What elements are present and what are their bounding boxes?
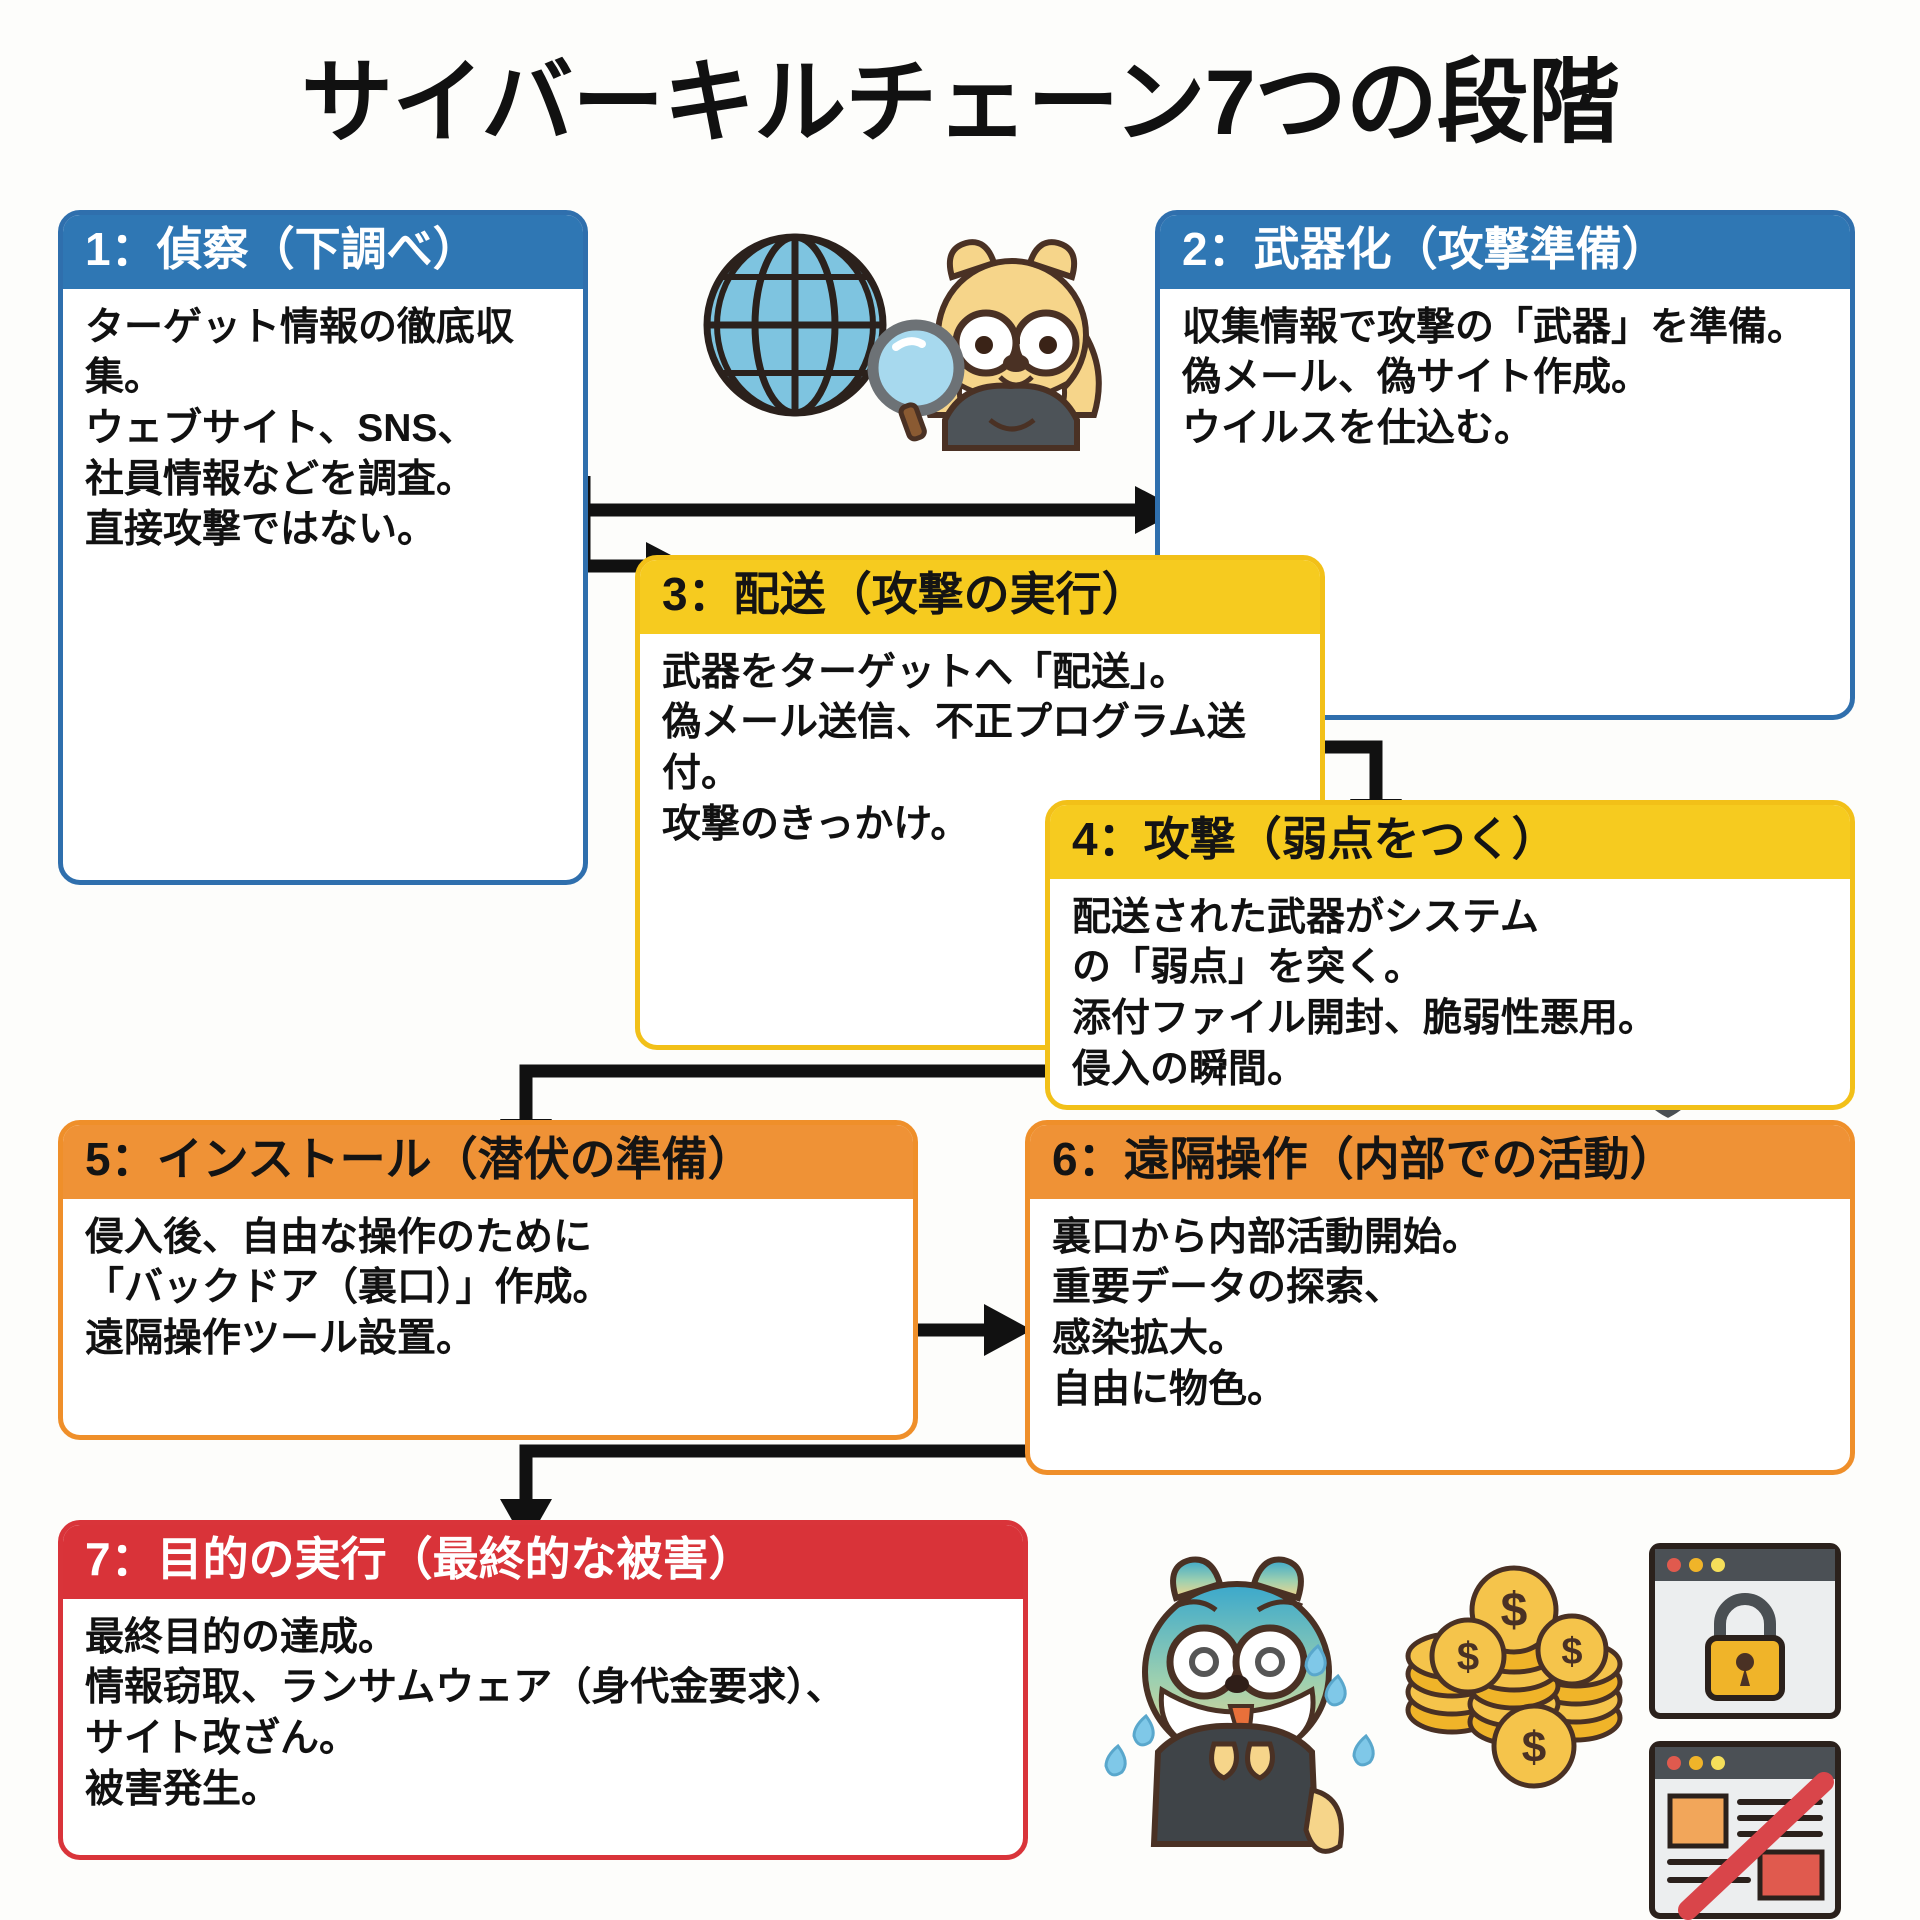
stage-2-body: 収集情報で攻撃の「武器」を準備。 偽メール、偽サイト作成。 ウイルスを仕込む。 [1182,305,1807,451]
locked-window-icon [1649,1543,1841,1719]
final-damage-illustration: $ $ $ $ [1104,1543,1841,1920]
stage-6-body: 裏口から内部活動開始。 重要データの探索、 感染拡大。 自由に物色。 [1052,1215,1482,1411]
stage-card-1[interactable]: 1：偵察（下調べ） ターゲット情報の徹底収集。 ウェブサイト、SNS、 社員情報… [58,210,588,885]
coin-stack-icon: $ $ $ $ [1405,1565,1623,1789]
stage-3-header: 3：配送（攻撃の実行） [640,560,1320,634]
connector-1-to-2 [585,486,1181,534]
stage-2-header: 2：武器化（攻撃準備） [1160,215,1850,289]
globe-detective-illustration [703,233,1102,451]
stage-4-header: 4：攻撃（弱点をつく） [1050,805,1850,879]
stage-6-header: 6：遠隔操作（内部での活動） [1030,1125,1850,1199]
globe-icon [703,233,887,417]
stage-1-body: ターゲット情報の徹底収集。 ウェブサイト、SNS、 社員情報などを調査。 直接攻… [85,305,515,552]
stage-7-header: 7：目的の実行（最終的な被害） [63,1525,1023,1599]
stage-4-body: 配送された武器がシステム の「弱点」を突く。 添付ファイル開封、脆弱性悪用。 侵… [1072,895,1658,1091]
stage-5-body: 侵入後、自由な操作のために 「バックドア（裏口）」作成。 遠隔操作ツール設置。 [85,1215,612,1361]
bear-detective-icon [922,239,1102,451]
stage-card-7[interactable]: 7：目的の実行（最終的な被害） 最終目的の達成。 情報窃取、ランサムウェア（身代… [58,1520,1028,1860]
connector-5-to-6 [906,1304,1032,1356]
stage-card-4[interactable]: 4：攻撃（弱点をつく） 配送された武器がシステム の「弱点」を突く。 添付ファイ… [1045,800,1855,1110]
stage-card-6[interactable]: 6：遠隔操作（内部での活動） 裏口から内部活動開始。 重要データの探索、 感染拡… [1025,1120,1855,1475]
stage-card-5[interactable]: 5：インストール（潜伏の準備） 侵入後、自由な操作のために 「バックドア（裏口）… [58,1120,918,1440]
defaced-website-icon [1649,1741,1841,1920]
panicked-bear-icon [1104,1556,1375,1854]
stage-7-body: 最終目的の達成。 情報窃取、ランサムウェア（身代金要求）、 サイト改ざん。 被害… [85,1615,845,1811]
svg-text:$: $ [1522,1723,1546,1772]
svg-text:$: $ [1457,1635,1479,1679]
stage-5-header: 5：インストール（潜伏の準備） [63,1125,913,1199]
magnifier-icon [867,319,965,442]
page-title: サイバーキルチェーン7つの段階 [301,52,1620,154]
svg-text:$: $ [1501,1584,1528,1637]
sweat-drops [1104,1643,1375,1777]
stage-3-body: 武器をターゲットへ「配送」。 偽メール送信、不正プログラム送付。 攻撃のきっかけ… [662,650,1246,846]
svg-text:$: $ [1561,1631,1582,1673]
stage-1-header: 1：偵察（下調べ） [63,215,583,289]
